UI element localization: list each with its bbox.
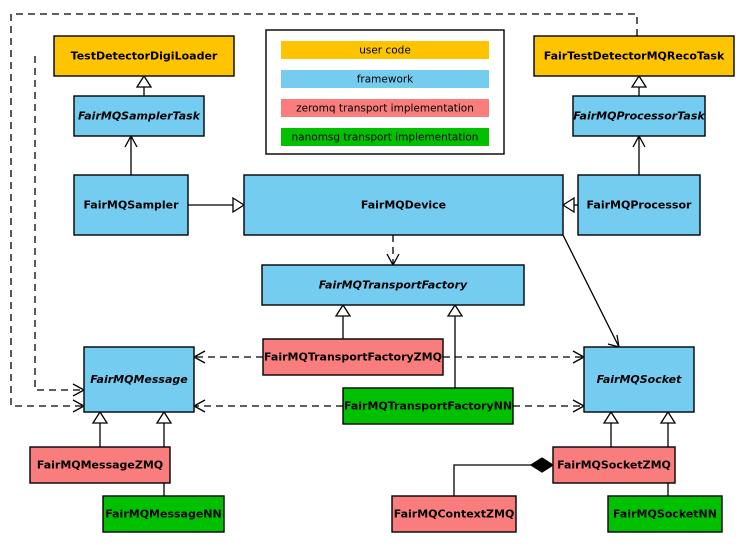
class-node-FairMQMessage[interactable]: FairMQMessage bbox=[83, 346, 195, 413]
class-node-FairMQProcessorTask[interactable]: FairMQProcessorTask bbox=[572, 95, 706, 137]
class-node-box bbox=[607, 495, 723, 533]
edge-device-uses-transportfactory bbox=[386, 235, 400, 267]
class-node-label: FairMQMessageZMQ bbox=[37, 459, 163, 472]
nodes-layer: TestDetectorDigiLoaderFairMQSamplerTaskF… bbox=[29, 35, 735, 533]
edge-factorynn-creates-socket bbox=[513, 399, 586, 413]
edge-factoryzmq-creates-message bbox=[192, 350, 263, 364]
class-node-FairMQMessageNN[interactable]: FairMQMessageNN bbox=[102, 495, 225, 533]
class-node-box bbox=[533, 35, 735, 77]
edge-socketzmq-generalizes-socket bbox=[602, 410, 620, 447]
edge-factoryzmq-creates-socket bbox=[443, 350, 586, 364]
class-node-FairMQProcessor[interactable]: FairMQProcessor bbox=[577, 174, 701, 236]
edge-processor-generalizes-device bbox=[561, 196, 578, 214]
class-node-label: FairMQTransportFactoryNN bbox=[344, 400, 512, 413]
class-node-box bbox=[243, 174, 564, 236]
legend-label-framework: framework bbox=[357, 74, 414, 86]
edge-socketzmq-generalizes-socket-arrowhead bbox=[602, 410, 620, 424]
legend-item-user_code: user code bbox=[281, 41, 489, 59]
class-node-label: FairMQSampler bbox=[83, 199, 179, 212]
class-node-label: FairMQContextZMQ bbox=[394, 508, 515, 521]
class-node-box bbox=[262, 338, 444, 376]
class-node-label: FairMQTransportFactory bbox=[319, 279, 468, 292]
class-node-FairMQSamplerTask[interactable]: FairMQSamplerTask bbox=[73, 95, 205, 137]
class-node-label: FairMQSocketZMQ bbox=[557, 459, 671, 472]
edge-digiloader-generalizes-samplertask bbox=[135, 74, 153, 96]
edge-factoryzmq-generalizes-transportfactory-arrowhead bbox=[334, 303, 352, 317]
class-node-box bbox=[261, 264, 525, 306]
edge-processor-generalizes-device-arrowhead bbox=[561, 196, 575, 214]
class-node-box bbox=[73, 95, 205, 137]
class-node-FairMQDevice[interactable]: FairMQDevice bbox=[243, 174, 564, 236]
legend-item-zeromq: zeromq transport implementation bbox=[281, 99, 489, 117]
class-node-label: FairTestDetectorMQRecoTask bbox=[544, 50, 725, 63]
class-node-box bbox=[552, 446, 676, 484]
edge-processor-realizes-processortask bbox=[632, 134, 646, 175]
class-node-label: FairMQProcessor bbox=[587, 199, 692, 212]
class-node-FairMQTransportFactoryNN[interactable]: FairMQTransportFactoryNN bbox=[342, 387, 514, 425]
edge-factorynn-generalizes-transportfactory-arrowhead bbox=[446, 303, 464, 317]
edge-messagenn-generalizes-message-arrowhead bbox=[155, 410, 173, 424]
class-node-FairMQMessageZMQ[interactable]: FairMQMessageZMQ bbox=[29, 446, 171, 484]
legend-swatch-nanomsg bbox=[281, 128, 489, 146]
edge-socketzmq-composes-contextzmq-arrowhead bbox=[529, 457, 555, 473]
class-node-box bbox=[83, 346, 195, 413]
edge-device-associates-socket bbox=[562, 234, 620, 348]
class-node-TestDetectorDigiLoader[interactable]: TestDetectorDigiLoader bbox=[53, 35, 235, 77]
edge-factoryzmq-generalizes-transportfactory bbox=[334, 303, 352, 339]
edge-sampler-generalizes-device-arrowhead bbox=[232, 196, 246, 214]
class-node-label: FairMQSocket bbox=[597, 373, 683, 386]
edge-socketnn-generalizes-socket-arrowhead bbox=[659, 410, 677, 424]
legend-label-nanomsg: nanomsg transport implementation bbox=[292, 132, 479, 144]
legend-label-zeromq: zeromq transport implementation bbox=[296, 103, 474, 115]
class-node-FairMQTransportFactory[interactable]: FairMQTransportFactory bbox=[261, 264, 525, 306]
class-node-FairTestDetectorMQRecoTask[interactable]: FairTestDetectorMQRecoTask bbox=[533, 35, 735, 77]
class-node-box bbox=[577, 174, 701, 236]
edge-factorynn-generalizes-transportfactory bbox=[446, 303, 464, 388]
class-node-FairMQSocketNN[interactable]: FairMQSocketNN bbox=[607, 495, 723, 533]
edges-layer bbox=[10, 13, 677, 496]
class-node-label: FairMQSocketNN bbox=[613, 508, 717, 521]
class-node-label: FairMQTransportFactoryZMQ bbox=[264, 351, 442, 364]
class-node-box bbox=[29, 446, 171, 484]
edge-recotask-generalizes-processortask bbox=[630, 74, 648, 96]
class-node-FairMQContextZMQ[interactable]: FairMQContextZMQ bbox=[391, 495, 517, 533]
legend-swatch-zeromq bbox=[281, 99, 489, 117]
edge-messagezmq-generalizes-message-arrowhead bbox=[91, 410, 109, 424]
class-node-FairMQSampler[interactable]: FairMQSampler bbox=[73, 174, 189, 236]
class-node-box bbox=[583, 346, 695, 413]
edge-sampler-generalizes-device bbox=[188, 196, 246, 214]
legend-swatch-framework bbox=[281, 70, 489, 88]
edge-sampler-realizes-samplertask bbox=[124, 134, 138, 175]
legend-label-user_code: user code bbox=[359, 45, 411, 57]
class-node-label: FairMQProcessorTask bbox=[573, 110, 705, 123]
edge-messagezmq-generalizes-message bbox=[91, 410, 109, 447]
legend-item-nanomsg: nanomsg transport implementation bbox=[281, 128, 489, 146]
edge-digiloader-generalizes-samplertask-arrowhead bbox=[135, 74, 153, 88]
class-node-box bbox=[572, 95, 706, 137]
class-node-box bbox=[342, 387, 514, 425]
class-node-box bbox=[102, 495, 225, 533]
class-node-box bbox=[73, 174, 189, 236]
class-node-FairMQTransportFactoryZMQ[interactable]: FairMQTransportFactoryZMQ bbox=[262, 338, 444, 376]
class-node-label: FairMQSamplerTask bbox=[78, 110, 201, 123]
class-node-label: FairMQMessage bbox=[90, 373, 188, 386]
edge-recotask-generalizes-processortask-arrowhead bbox=[630, 74, 648, 88]
class-node-box bbox=[391, 495, 517, 533]
class-node-FairMQSocketZMQ[interactable]: FairMQSocketZMQ bbox=[552, 446, 676, 484]
legend-panel: user code framework zeromq transport imple… bbox=[265, 29, 505, 155]
legend-item-framework: framework bbox=[281, 70, 489, 88]
class-node-label: FairMQMessageNN bbox=[105, 508, 221, 521]
legend-swatch-user_code bbox=[281, 41, 489, 59]
class-node-FairMQSocket[interactable]: FairMQSocket bbox=[583, 346, 695, 413]
edge-socketzmq-composes-contextzmq bbox=[453, 457, 555, 496]
edge-factorynn-creates-message bbox=[192, 399, 343, 413]
class-node-label: FairMQDevice bbox=[361, 199, 446, 212]
class-node-box bbox=[53, 35, 235, 77]
class-node-label: TestDetectorDigiLoader bbox=[71, 50, 218, 63]
